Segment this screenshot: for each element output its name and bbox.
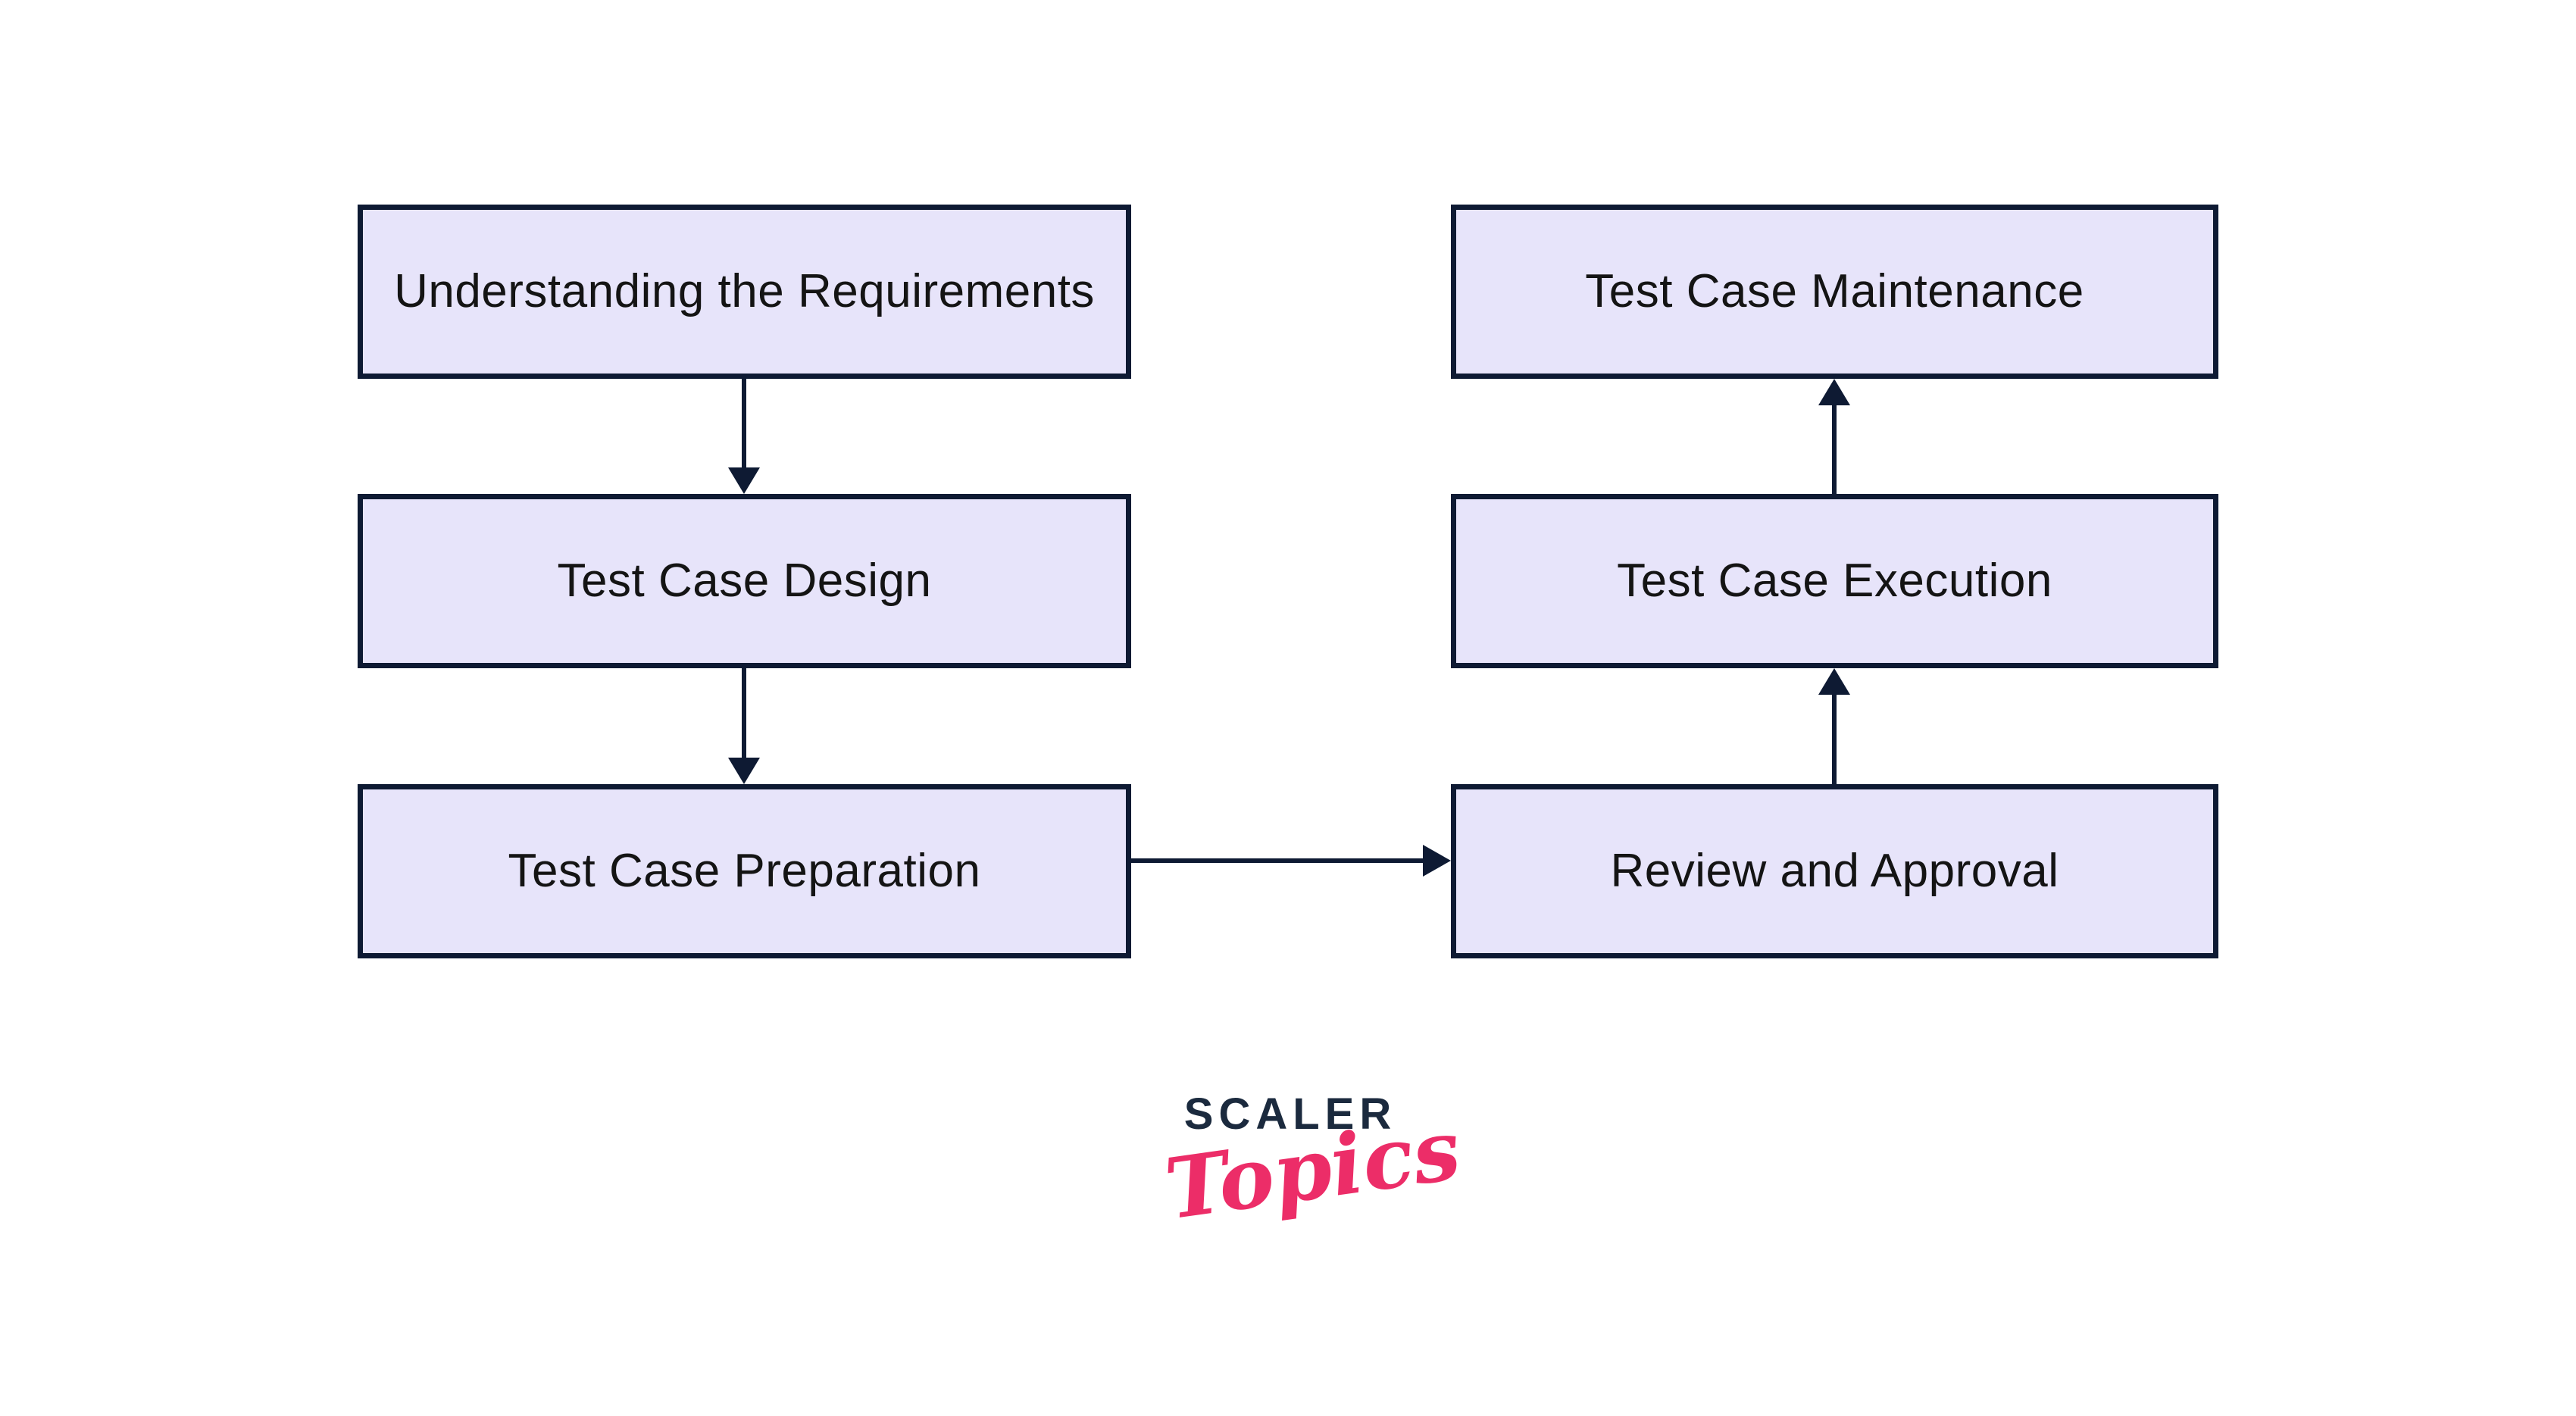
node-label: Test Case Design (557, 555, 932, 607)
node-label: Test Case Execution (1617, 555, 2052, 607)
node-label: Test Case Preparation (508, 845, 981, 897)
node-label: Understanding the Requirements (394, 265, 1095, 317)
logo-brand-text: SCALER (1183, 1089, 1397, 1139)
node-label: Test Case Maintenance (1585, 265, 2084, 317)
flow-node-test-case-preparation: Test Case Preparation (358, 784, 1131, 958)
edge-review-to-execution-arrow (1818, 668, 1850, 784)
edge-understanding-to-design-arrow (728, 379, 760, 494)
edge-design-to-preparation-arrow (728, 668, 760, 784)
flow-node-test-case-execution: Test Case Execution (1451, 494, 2218, 668)
flow-node-review-and-approval: Review and Approval (1451, 784, 2218, 958)
flow-node-test-case-design: Test Case Design (358, 494, 1131, 668)
scaler-topics-logo: SCALER Topics (1160, 1089, 1466, 1239)
flow-node-test-case-maintenance: Test Case Maintenance (1451, 205, 2218, 379)
flow-node-understanding-the-requirements: Understanding the Requirements (358, 205, 1131, 379)
edge-execution-to-maintenance-arrow (1818, 379, 1850, 494)
node-label: Review and Approval (1610, 845, 2059, 897)
edge-preparation-to-review-arrow (1131, 845, 1451, 877)
